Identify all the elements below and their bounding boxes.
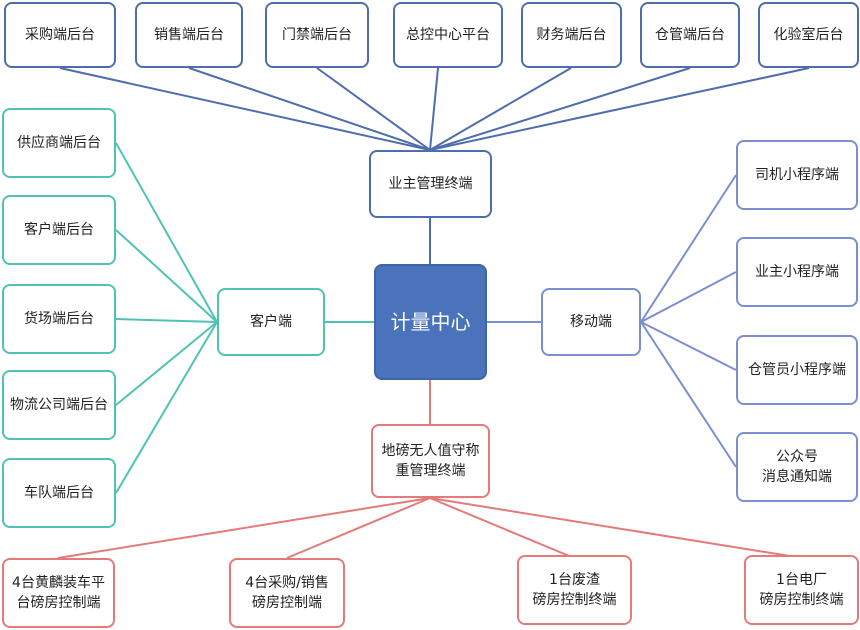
- connector-line: [429, 67, 572, 151]
- connector-line: [640, 174, 737, 323]
- node-driver-miniprogram: 司机小程序端: [736, 140, 858, 210]
- node-master-control-platform: 总控中心平台: [393, 2, 503, 68]
- node-procurement-sales-weighhouse: 4台采购/销售 磅房控制端: [229, 558, 345, 628]
- node-owner-miniprogram: 业主小程序端: [736, 237, 858, 307]
- connector-line: [429, 67, 439, 151]
- connector-line: [640, 321, 737, 371]
- node-finance-backend: 财务端后台: [521, 2, 622, 68]
- node-mobile: 移动端: [541, 288, 641, 356]
- connector-line: [429, 497, 575, 559]
- node-warehouse-keeper-miniprogram: 仓管员小程序端: [736, 335, 858, 405]
- connector-line: [115, 321, 218, 494]
- node-access-control-backend: 门禁端后台: [265, 2, 369, 68]
- connector-line: [429, 67, 691, 151]
- connector-line: [429, 497, 803, 559]
- node-lab-backend: 化验室后台: [758, 2, 859, 68]
- node-supplier-backend: 供应商端后台: [2, 108, 116, 178]
- node-owner-terminal: 业主管理终端: [369, 150, 492, 218]
- node-client: 客户端: [217, 288, 325, 356]
- node-sales-backend: 销售端后台: [135, 2, 243, 68]
- node-unattended-weighing-terminal: 地磅无人值守称 重管理终端: [371, 424, 490, 498]
- connector-line: [640, 321, 737, 468]
- node-waste-slag-weighhouse: 1台废渣 磅房控制终端: [517, 555, 632, 625]
- node-power-plant-weighhouse: 1台电厂 磅房控制终端: [744, 555, 859, 625]
- node-official-account-notify: 公众号 消息通知端: [736, 432, 858, 502]
- connector-line: [429, 67, 810, 151]
- node-procurement-backend: 采购端后台: [4, 2, 116, 68]
- connector-line: [640, 271, 737, 323]
- connector-line: [115, 142, 218, 323]
- node-metering-center: 计量中心: [374, 264, 487, 380]
- connector-line: [286, 497, 431, 559]
- node-loading-platform-weighhouse: 4台黄麟装车平 台磅房控制端: [2, 558, 115, 628]
- connector-line: [59, 67, 431, 151]
- connector-line: [57, 497, 431, 559]
- connector-line: [115, 318, 218, 323]
- connector-line: [188, 67, 431, 151]
- connector-line: [316, 67, 431, 151]
- node-logistics-company-backend: 物流公司端后台: [2, 370, 116, 440]
- node-yard-backend: 货场端后台: [2, 284, 116, 354]
- connector-line: [115, 321, 218, 406]
- node-customer-backend: 客户端后台: [2, 195, 116, 265]
- connector-line: [115, 229, 218, 323]
- node-warehouse-backend: 仓管端后台: [640, 2, 740, 68]
- node-fleet-backend: 车队端后台: [2, 458, 116, 528]
